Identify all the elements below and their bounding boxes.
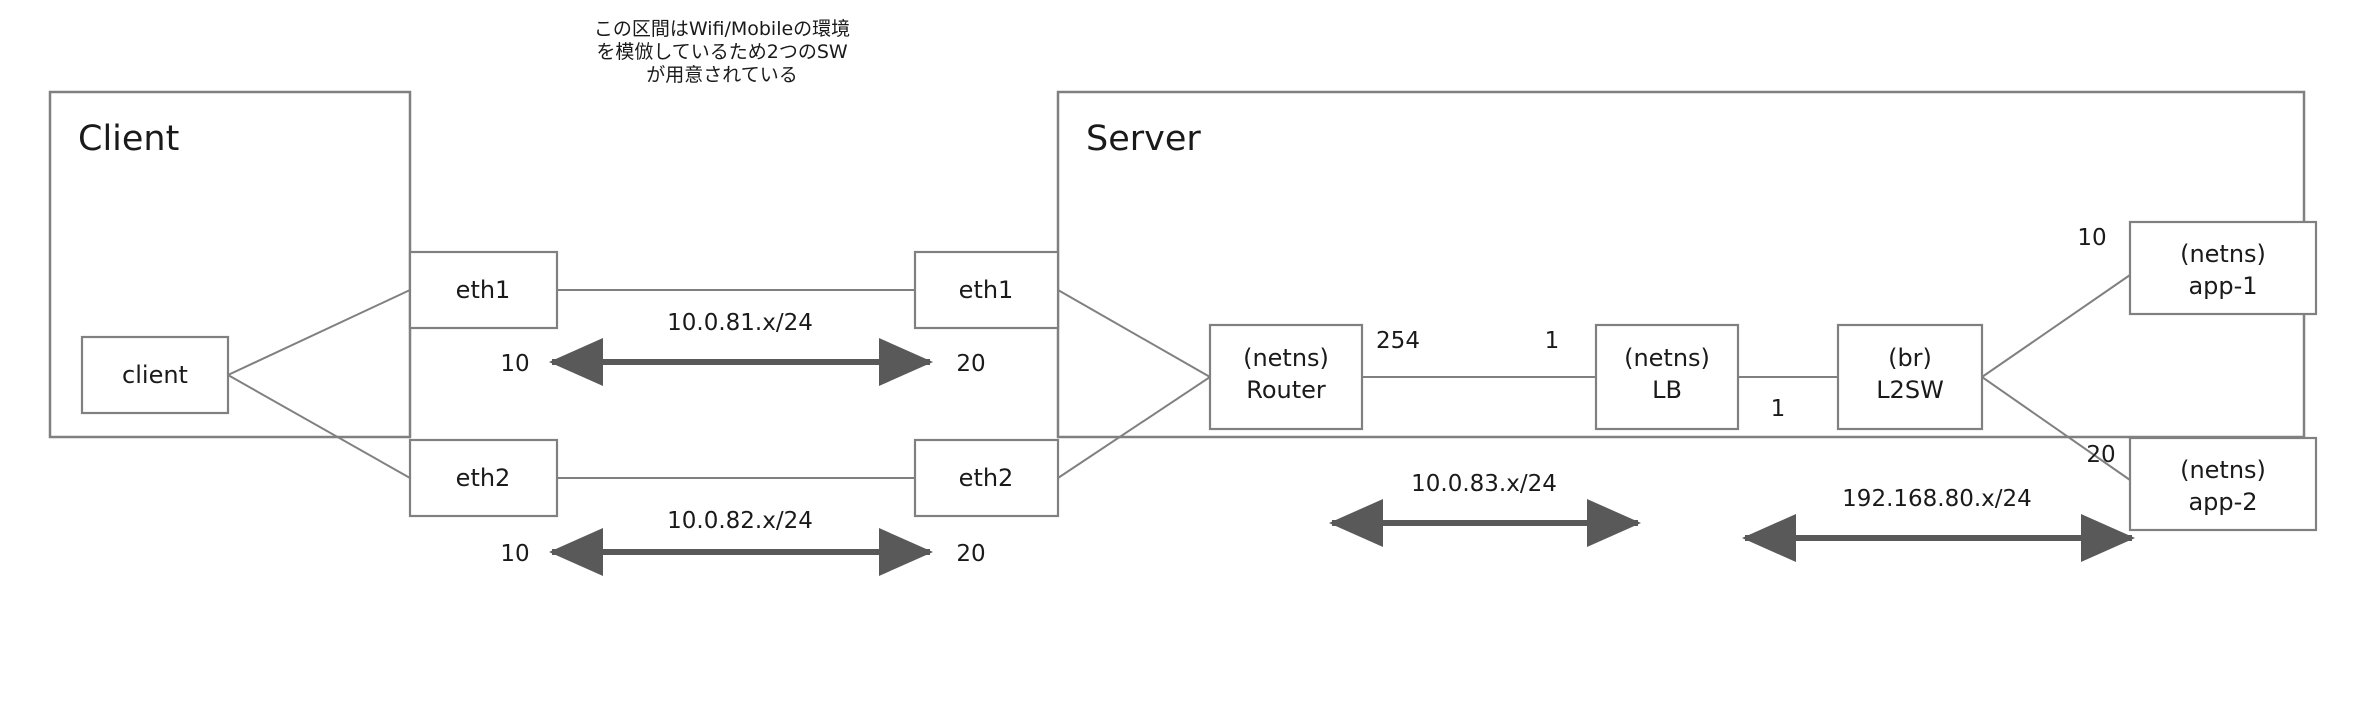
link-server-eth1-router [1057, 289, 1211, 378]
link-l2sw-app2 [1981, 376, 2131, 481]
link-client-eth2 [227, 374, 411, 479]
node-router-rect[interactable] [1208, 323, 1364, 431]
node-client-rect[interactable] [80, 335, 230, 415]
link-server-eth2-router [1057, 376, 1211, 479]
node-app2-label-line1: (netns) [2180, 456, 2266, 484]
node-client-label: client [122, 361, 188, 389]
node-l2sw-rect[interactable] [1836, 323, 1984, 431]
subnet-label-net-10-0-82: 10.0.82.x/24 [667, 508, 813, 534]
node-app2-rect[interactable] [2128, 436, 2318, 532]
node-router-label-line1: (netns) [1243, 344, 1329, 372]
node-app1-label-line1: (netns) [2180, 240, 2266, 268]
addr-client-eth1-host: 10 [500, 351, 529, 377]
node-lb-label-line1: (netns) [1624, 344, 1710, 372]
addr-lb-to-l2sw: 1 [1771, 396, 1786, 422]
node-lb-label-line2: LB [1652, 376, 1682, 404]
link-l2sw-app1 [1981, 274, 2131, 378]
addr-router-to-lb: 254 [1376, 328, 1420, 354]
link-client-eth1 [227, 289, 411, 376]
annotation-note-line-3: が用意されている [646, 64, 797, 86]
subnet-label-net-192-168-80: 192.168.80.x/24 [1842, 486, 2032, 512]
addr-server-eth2-host: 20 [956, 541, 985, 567]
node-l2sw-label-line1: (br) [1888, 344, 1932, 372]
addr-app1-host: 10 [2077, 225, 2106, 251]
node-router-label-line2: Router [1246, 376, 1326, 404]
node-server-eth1-label: eth1 [959, 276, 1014, 304]
node-client-eth2-label: eth2 [456, 464, 511, 492]
addr-lb-to-router: 1 [1545, 328, 1560, 354]
node-server-eth1-rect[interactable] [913, 250, 1060, 330]
server-container-title: Server [1086, 119, 1201, 159]
node-l2sw-label-line2: L2SW [1876, 376, 1944, 404]
addr-client-eth2-host: 10 [500, 541, 529, 567]
subnet-label-net-10-0-83: 10.0.83.x/24 [1411, 471, 1557, 497]
node-app1-rect[interactable] [2128, 220, 2318, 316]
node-app2-label-line2: app-2 [2188, 488, 2257, 516]
node-app1-label-line2: app-1 [2188, 272, 2257, 300]
annotation-note-line-1: この区間はWifi/Mobileの環境 [594, 18, 850, 40]
node-server-eth2-rect[interactable] [913, 438, 1060, 518]
node-server-eth2-label: eth2 [959, 464, 1014, 492]
node-client-eth2-rect[interactable] [408, 438, 559, 518]
addr-server-eth1-host: 20 [956, 351, 985, 377]
node-client-eth1-label: eth1 [456, 276, 511, 304]
subnet-label-net-10-0-81: 10.0.81.x/24 [667, 310, 813, 336]
annotation-note-line-2: を模倣しているため2つのSW [596, 41, 848, 63]
addr-app2-host: 20 [2086, 442, 2115, 468]
node-client-eth1-rect[interactable] [408, 250, 559, 330]
node-lb-rect[interactable] [1594, 323, 1740, 431]
client-container-title: Client [78, 119, 179, 159]
